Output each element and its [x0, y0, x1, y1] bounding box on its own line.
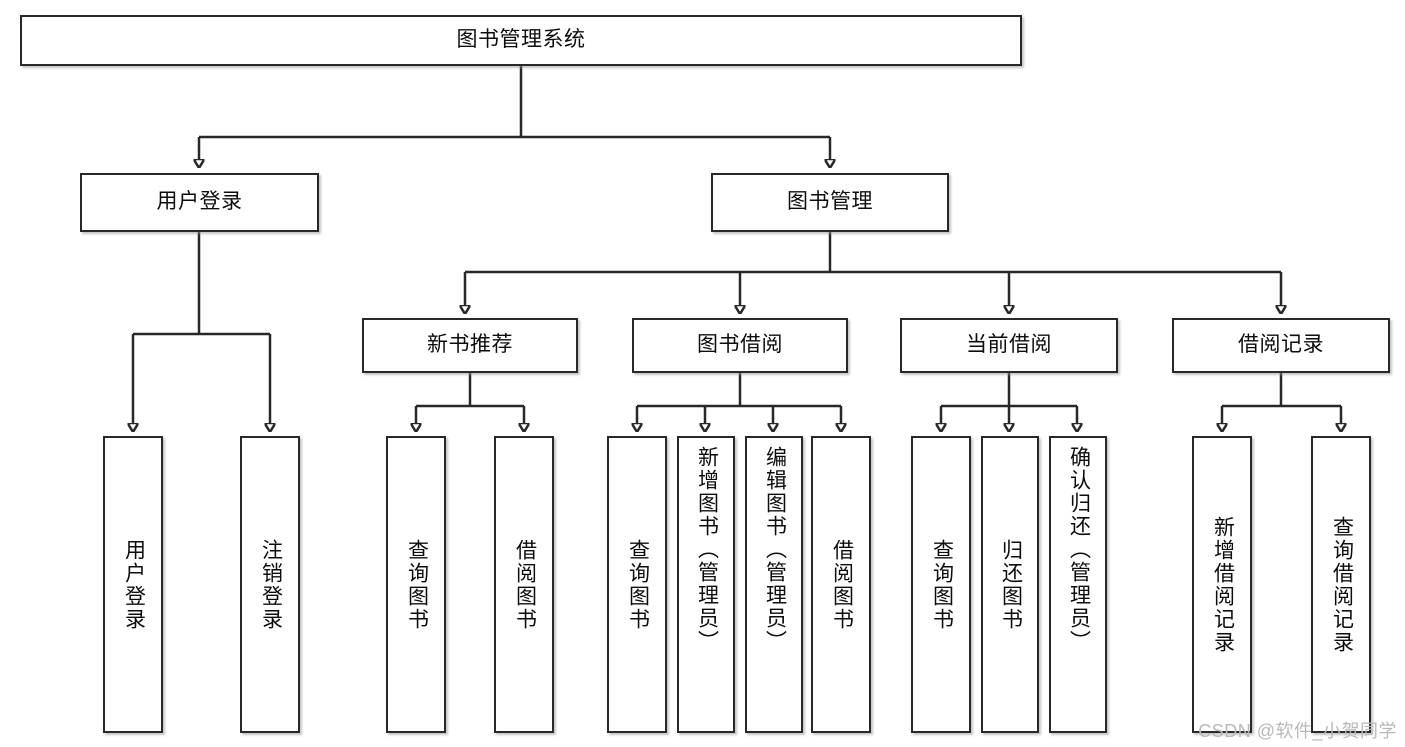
node-label: 借阅记录	[1238, 333, 1324, 357]
node-label: 借阅图书	[513, 538, 537, 631]
node-label: 查询借阅记录	[1330, 515, 1354, 654]
node-label: 图书管理	[787, 190, 873, 214]
node-leaf-add-borrow-record[interactable]: 新增借阅记录	[1192, 436, 1252, 733]
node-label: 确认归还（管理员）	[1067, 446, 1091, 653]
node-leaf-add-book-admin[interactable]: 新增图书（管理员）	[677, 436, 735, 733]
node-leaf-edit-book-admin[interactable]: 编辑图书（管理员）	[745, 436, 803, 733]
node-leaf-confirm-return-admin[interactable]: 确认归还（管理员）	[1049, 436, 1107, 733]
node-label: 查询图书	[930, 538, 954, 631]
node-label: 借阅图书	[830, 538, 854, 631]
node-leaf-borrow-book-recommend[interactable]: 借阅图书	[494, 436, 554, 733]
node-label: 注销登录	[259, 538, 283, 631]
node-label: 新增图书（管理员）	[695, 446, 719, 653]
node-label: 新增借阅记录	[1211, 515, 1235, 654]
node-label: 图书管理系统	[456, 28, 586, 52]
node-new-book-recommend[interactable]: 新书推荐	[362, 318, 578, 373]
node-label: 新书推荐	[427, 333, 513, 357]
node-leaf-logout[interactable]: 注销登录	[240, 436, 300, 733]
node-leaf-return-book[interactable]: 归还图书	[981, 436, 1039, 733]
node-borrow-record[interactable]: 借阅记录	[1172, 318, 1390, 373]
node-label: 归还图书	[999, 538, 1023, 631]
node-label: 查询图书	[405, 538, 429, 631]
node-label: 图书借阅	[697, 333, 783, 357]
node-leaf-query-book-borrow[interactable]: 查询图书	[607, 436, 667, 733]
node-user-login[interactable]: 用户登录	[80, 173, 319, 232]
node-label: 编辑图书（管理员）	[763, 446, 787, 653]
node-book-borrow[interactable]: 图书借阅	[632, 318, 848, 373]
node-label: 用户登录	[122, 538, 146, 631]
node-book-management[interactable]: 图书管理	[711, 173, 949, 232]
node-leaf-query-borrow-record[interactable]: 查询借阅记录	[1311, 436, 1371, 733]
node-leaf-query-book-recommend[interactable]: 查询图书	[386, 436, 446, 733]
node-leaf-query-book-current[interactable]: 查询图书	[911, 436, 971, 733]
node-leaf-borrow-book[interactable]: 借阅图书	[811, 436, 871, 733]
node-root-book-management-system[interactable]: 图书管理系统	[20, 15, 1022, 66]
node-leaf-user-login[interactable]: 用户登录	[103, 436, 163, 733]
node-label: 当前借阅	[966, 333, 1052, 357]
node-current-borrow[interactable]: 当前借阅	[900, 318, 1118, 373]
node-label: 查询图书	[626, 538, 650, 631]
node-label: 用户登录	[156, 190, 243, 214]
